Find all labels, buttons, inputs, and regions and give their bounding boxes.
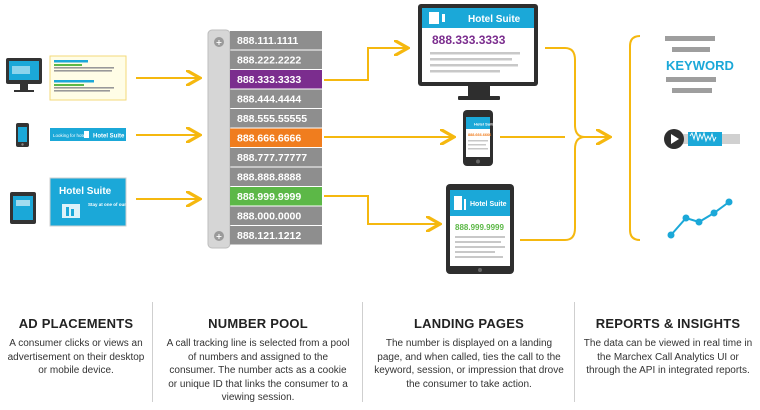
mobile-ad-text: Looking for hotels: [53, 133, 89, 138]
pool-number: 888.999.9999: [237, 191, 301, 203]
pool-number: 888.444.4444: [237, 94, 301, 106]
pool-number: 888.666.6666: [237, 133, 301, 145]
tablet-display-ad: Hotel Suite Stay at one of our luxurious…: [49, 177, 176, 227]
pool-row: [230, 109, 322, 128]
pool-number: 888.000.0000: [237, 211, 301, 223]
mobile-ad-device: [16, 123, 29, 147]
arrow-pool-to-tablet: [324, 195, 438, 224]
mobile-banner-ad: Looking for hotels Hotel Suite: [50, 128, 126, 141]
tablet-ad-device: [10, 192, 36, 224]
call-recording-icon: [664, 129, 740, 149]
caption-divider: [152, 302, 153, 402]
landing-tablet: Hotel Suite 888.999.9999: [446, 184, 514, 274]
landing-tablet-number: 888.999.9999: [455, 223, 504, 232]
caption-title: LANDING PAGES: [414, 316, 524, 331]
pool-row: [230, 148, 322, 167]
caption-title: AD PLACEMENTS: [18, 316, 134, 331]
arrow-pool-to-desktop: [324, 48, 406, 81]
pool-number: 888.555.55555: [237, 113, 307, 125]
number-pool-scroll: + + 888.111.1111 888.222.2222 888.333.3333…: [207, 29, 322, 249]
pool-row: [230, 167, 322, 186]
pool-row: [230, 31, 322, 50]
landing-tablet-brand: Hotel Suite: [470, 201, 507, 208]
keyword-report-icon: KEYWORD: [665, 36, 734, 93]
pool-number: 888.121.1212: [237, 230, 301, 242]
pool-number: 888.111.1111: [237, 35, 298, 47]
landing-mobile-phone: Hotel Suite 888.666.6666: [463, 110, 496, 166]
landing-desktop-number: 888.333.3333: [432, 33, 506, 47]
caption-body: A consumer clicks or views an advertisem…: [7, 338, 145, 376]
desktop-search-ad: [49, 55, 127, 101]
pool-number: 888.888.8888: [237, 172, 301, 184]
caption-body: The data can be viewed in real time in t…: [583, 338, 753, 376]
landing-desktop-monitor: Hotel Suite 888.333.3333: [418, 4, 538, 100]
pool-row: [230, 226, 322, 245]
landing-mobile-brand: Hotel Suite: [474, 122, 496, 127]
mobile-ad-brand: Hotel Suite: [93, 134, 125, 140]
pool-row: [230, 70, 322, 89]
pool-row: [230, 187, 322, 206]
tablet-ad-brand: Hotel Suite: [59, 186, 112, 197]
caption-reports-insights: REPORTS & INSIGHTS The data can be viewe…: [582, 316, 754, 378]
converge-bracket: [564, 47, 586, 241]
reports-bracket: [629, 35, 641, 241]
flow-diagram: Looking for hotels Hotel Suite Hotel Sui…: [6, 4, 740, 274]
caption-title: NUMBER POOL: [208, 316, 308, 331]
caption-ad-placements: AD PLACEMENTS A consumer clicks or views…: [2, 316, 150, 378]
pool-row: [230, 50, 322, 69]
caption-number-pool: NUMBER POOL A call tracking line is sele…: [164, 316, 352, 405]
svg-text:+: +: [216, 38, 223, 47]
caption-body: A call tracking line is selected from a …: [166, 338, 350, 403]
pool-number: 888.222.2222: [237, 55, 301, 67]
landing-mobile-number: 888.666.6666: [468, 133, 491, 137]
pool-number: 888.333.3333: [237, 74, 301, 86]
pool-row: [230, 128, 322, 147]
caption-title: REPORTS & INSIGHTS: [595, 316, 741, 331]
tablet-ad-tagline: Stay at one of our luxurious hotel suite…: [88, 202, 176, 207]
pool-number: 888.777.77777: [237, 152, 307, 164]
svg-text:+: +: [216, 232, 223, 241]
landing-desktop-brand: Hotel Suite: [468, 14, 521, 25]
caption-divider: [574, 302, 575, 402]
caption-body: The number is displayed on a landing pag…: [374, 338, 564, 390]
analytics-line-icon: [667, 198, 733, 239]
pool-row: [230, 89, 322, 108]
desktop-ad-device: [6, 58, 42, 92]
pool-row: [230, 206, 322, 225]
keyword-label: KEYWORD: [666, 58, 734, 73]
caption-divider: [362, 302, 363, 402]
caption-landing-pages: LANDING PAGES The number is displayed on…: [372, 316, 566, 391]
